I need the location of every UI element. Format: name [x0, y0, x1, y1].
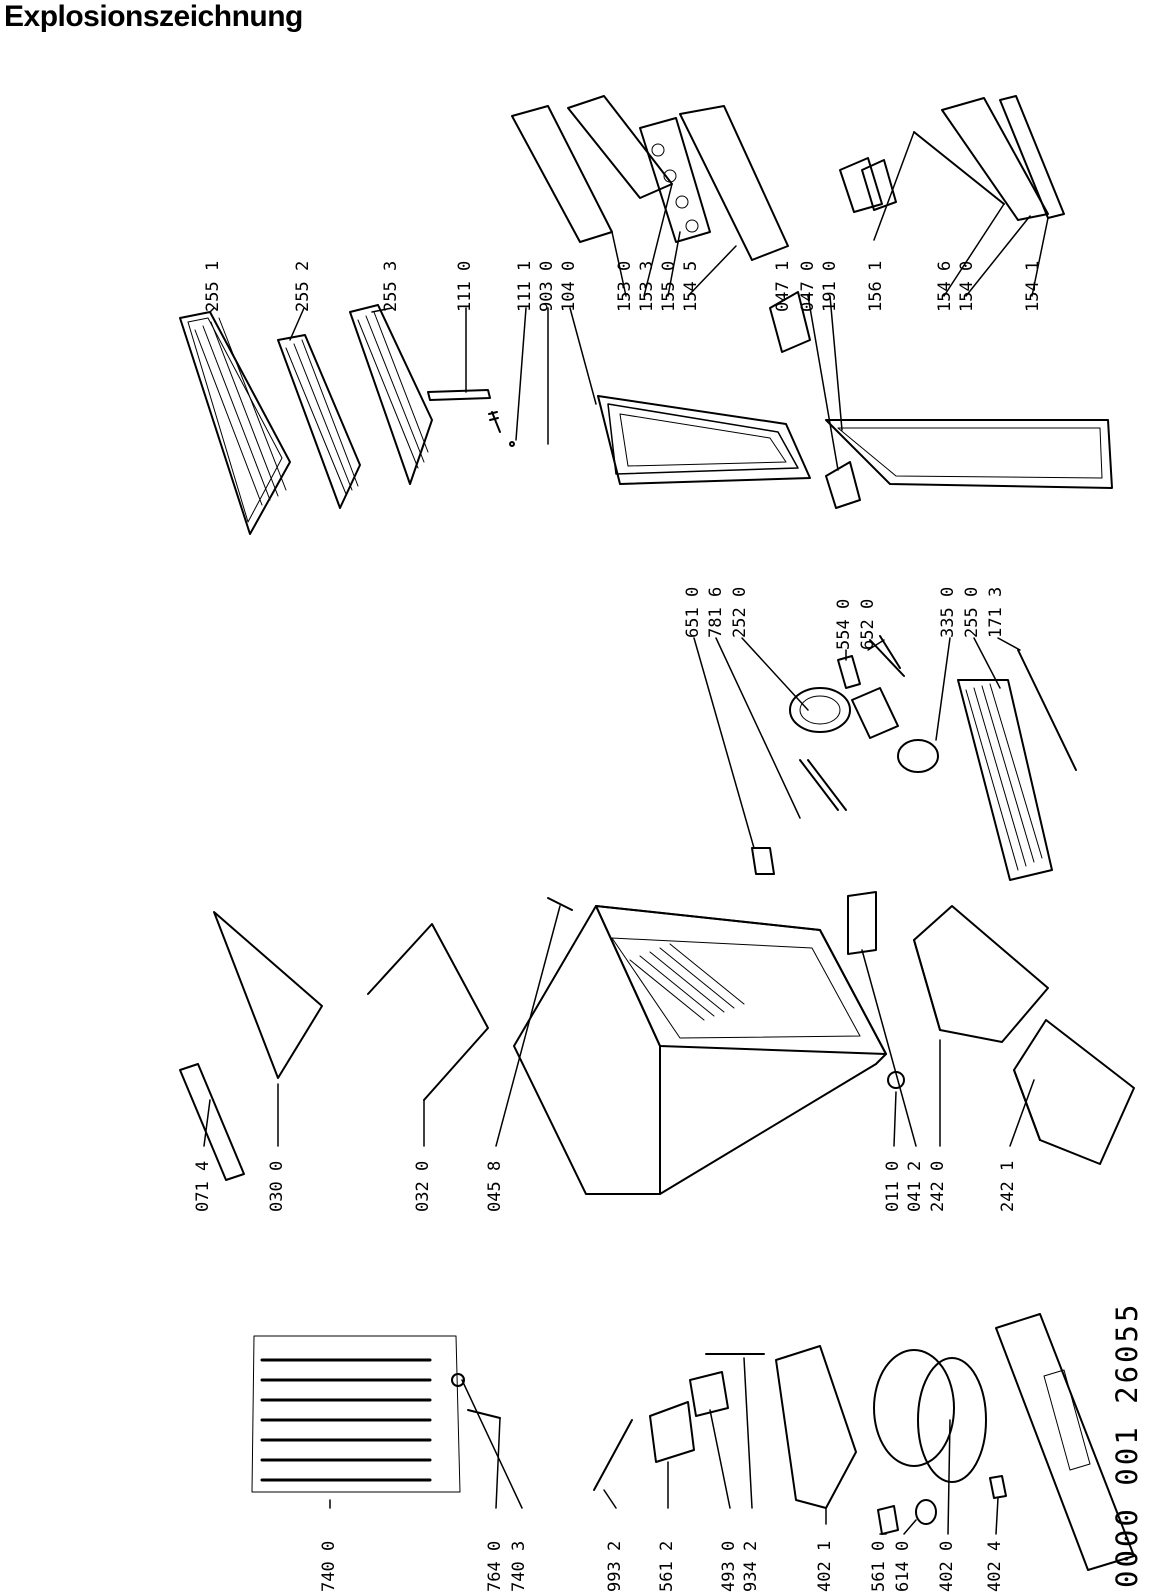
hinges-047 [769, 291, 861, 509]
label-252-0: 252 0 [730, 586, 750, 638]
label-104-0: 104 0 [559, 260, 579, 312]
label-171-3: 171 3 [986, 586, 1006, 638]
label-111-1: 111 1 [515, 260, 535, 312]
part-561-2 [649, 1401, 695, 1463]
label-255-1: 255 1 [203, 260, 223, 312]
screw-111-1 [488, 411, 501, 433]
label-554-0: 554 0 [834, 598, 854, 650]
thermostat-252-0 [789, 687, 899, 739]
label-111-0: 111 0 [455, 260, 475, 312]
label-032-0: 032 0 [413, 1160, 433, 1212]
condenser-740 [251, 1335, 461, 1493]
part-402-4 [989, 1475, 1007, 1499]
shelf-255-1 [179, 311, 291, 535]
label-402-4: 402 4 [985, 1540, 1005, 1592]
label-041-2: 041 2 [905, 1160, 925, 1212]
part-764-0 [467, 1409, 501, 1419]
door-seal-191-0 [825, 419, 1113, 489]
label-561-2: 561 2 [657, 1540, 677, 1592]
part-171-3 [1017, 649, 1077, 771]
part-554-0 [837, 655, 861, 689]
label-071-4: 071 4 [193, 1160, 213, 1212]
label-764-0: 764 0 [485, 1540, 505, 1592]
part-993-2 [593, 1419, 633, 1491]
label-934-2: 934 2 [741, 1540, 761, 1592]
door-104-0 [597, 395, 811, 485]
label-154-5: 154 5 [681, 260, 701, 312]
label-030-0: 030 0 [267, 1160, 287, 1212]
label-402-1: 402 1 [815, 1540, 835, 1592]
label-903-0: 903 0 [537, 260, 557, 312]
part-740-3 [451, 1373, 465, 1387]
screw-045-8 [547, 897, 573, 911]
leader-lines [203, 131, 1049, 1535]
crisper-242-1 [1013, 1019, 1135, 1165]
label-561-0: 561 0 [869, 1540, 889, 1592]
label-255-2: 255 2 [293, 260, 313, 312]
part-032-0 [367, 923, 489, 1101]
part-903-0 [509, 441, 515, 447]
shelf-255-0 [957, 679, 1053, 881]
label-614-0: 614 0 [893, 1540, 913, 1592]
label-154-0: 154 0 [957, 260, 977, 312]
cabinet-body [513, 905, 887, 1195]
crisper-242-0 [913, 905, 1049, 1043]
part-493-0 [689, 1371, 729, 1417]
part-651-0 [751, 847, 775, 875]
label-153-3: 153 3 [637, 260, 657, 312]
label-155-0: 155 0 [659, 260, 679, 312]
base-slot [1043, 1369, 1091, 1471]
label-242-0: 242 0 [928, 1160, 948, 1212]
label-493-0: 493 0 [719, 1540, 739, 1592]
label-154-6: 154 6 [935, 260, 955, 312]
shelf-255-2 [277, 334, 361, 509]
label-047-0: 047 0 [798, 260, 818, 312]
label-154-1: 154 1 [1023, 260, 1043, 312]
label-191-0: 191 0 [820, 260, 840, 312]
part-111-0 [427, 389, 491, 401]
door-bins-153-155 [511, 95, 789, 261]
base-plate [995, 1313, 1135, 1571]
compressor-402-0 [873, 1349, 987, 1483]
part-402-1 [775, 1345, 857, 1509]
label-047-1: 047 1 [773, 260, 793, 312]
label-011-0: 011 0 [883, 1160, 903, 1212]
label-255-3: 255 3 [381, 260, 401, 312]
page-title: Explosionszeichnung [4, 0, 303, 33]
label-156-1: 156 1 [866, 260, 886, 312]
part-561-0 [877, 1505, 899, 1535]
label-651-0: 651 0 [683, 586, 703, 638]
door-bins-154-156 [839, 95, 1065, 221]
label-402-0: 402 0 [937, 1540, 957, 1592]
part-071-4 [179, 1063, 245, 1181]
label-740-0: 740 0 [319, 1540, 339, 1592]
label-740-3: 740 3 [509, 1540, 529, 1592]
label-153-0: 153 0 [615, 260, 635, 312]
label-255-0: 255 0 [962, 586, 982, 638]
label-335-0: 335 0 [938, 586, 958, 638]
label-045-8: 045 8 [485, 1160, 505, 1212]
part-335-0 [897, 739, 939, 773]
part-781-6 [799, 759, 847, 811]
label-781-6: 781 6 [706, 586, 726, 638]
part-030-0 [213, 911, 323, 1079]
shelf-255-3 [349, 304, 433, 485]
label-652-0: 652 0 [858, 598, 878, 650]
label-993-2: 993 2 [605, 1540, 625, 1592]
part-614-0 [915, 1499, 937, 1525]
part-041-2 [847, 891, 877, 955]
label-242-1: 242 1 [998, 1160, 1018, 1212]
